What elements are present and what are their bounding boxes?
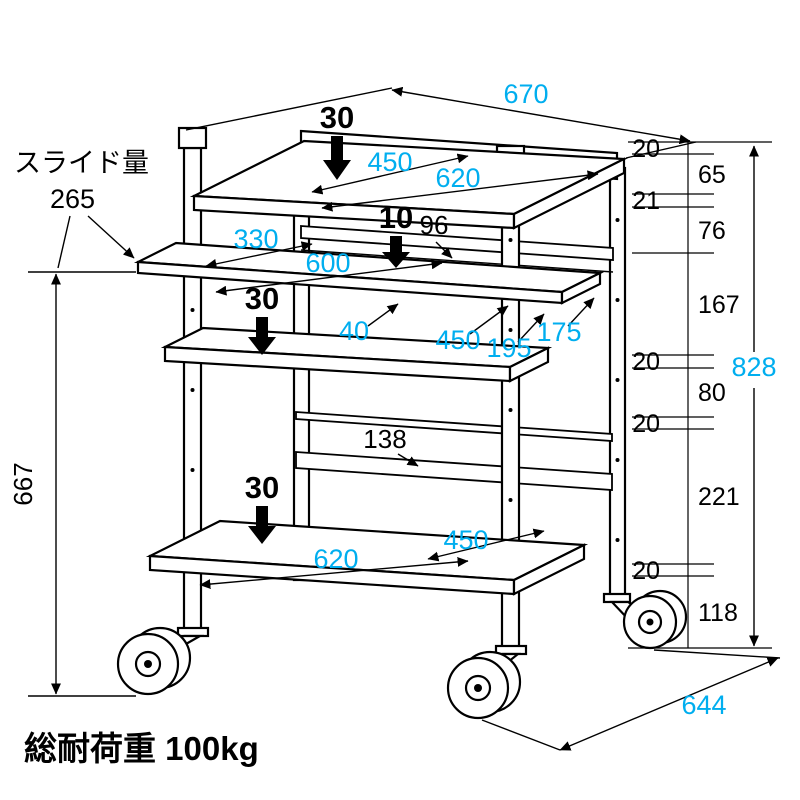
callout-138: 138 <box>363 424 419 467</box>
caster-back-right <box>602 589 688 650</box>
slide-value: 265 <box>50 184 95 214</box>
load-label-keyboard: 10 <box>379 200 413 235</box>
load-arrow-top-shelf: 30 <box>320 100 354 180</box>
load-label-middle: 30 <box>245 281 279 316</box>
dim-label-450-bottom: 450 <box>443 525 488 555</box>
slide-label: スライド量 <box>14 148 149 178</box>
load-label-bottom: 30 <box>245 470 279 505</box>
dim-label-620-bottom: 620 <box>313 544 358 574</box>
dim-overall-depth: 644 <box>481 649 781 751</box>
dim-label-644: 644 <box>681 690 726 720</box>
load-arrow-bottom-shelf: 30 <box>245 470 279 544</box>
dim-bottom-shelf: 620 450 <box>199 525 545 589</box>
stack-seg-3: 76 <box>698 217 726 245</box>
dim-label-828: 828 <box>731 352 776 382</box>
stack-seg-9: 20 <box>632 557 660 585</box>
callout-96: 96 <box>420 210 453 259</box>
caster-front-left <box>116 626 210 696</box>
dim-label-195: 195 <box>486 333 531 363</box>
rear-crossbar <box>295 451 613 491</box>
stack-seg-4: 167 <box>698 291 740 319</box>
dim-label-138: 138 <box>363 424 406 454</box>
lower-rear-rail <box>295 411 613 442</box>
stack-seg-0: 20 <box>632 135 660 163</box>
load-label-top: 30 <box>320 100 354 135</box>
dim-top-shelf: 450 620 <box>311 147 599 212</box>
dim-keyboard-shelf: 330 600 40 <box>205 224 443 346</box>
stack-seg-1: 65 <box>698 161 726 189</box>
dim-label-670: 670 <box>503 79 548 109</box>
dim-label-667: 667 <box>8 462 38 505</box>
dim-label-450-mid: 450 <box>435 325 480 355</box>
load-capacity-note: 総耐荷重 100kg <box>24 730 259 767</box>
stack-seg-8: 221 <box>698 483 740 511</box>
dim-left-height: 667 <box>8 271 136 697</box>
load-arrow-keyboard-shelf: 10 <box>379 200 413 268</box>
load-arrow-middle-shelf: 30 <box>245 281 279 355</box>
caster-front-right <box>446 644 528 720</box>
stack-seg-2: 21 <box>632 187 660 215</box>
dim-label-330: 330 <box>233 224 278 254</box>
dim-middle-shelf: 450 195 175 <box>435 297 595 363</box>
dim-label-96: 96 <box>420 210 449 240</box>
dim-overall-height: 828 <box>731 145 777 647</box>
height-stack: 20 65 21 76 167 20 80 20 221 20 118 <box>628 135 772 649</box>
dim-label-175: 175 <box>536 317 581 347</box>
dim-label-600: 600 <box>305 248 350 278</box>
stack-seg-5: 20 <box>632 348 660 376</box>
dim-label-620-top: 620 <box>435 163 480 193</box>
slide-annotation: スライド量 265 <box>14 148 149 269</box>
stack-seg-7: 20 <box>632 410 660 438</box>
stack-seg-10: 118 <box>698 599 738 627</box>
stack-seg-6: 80 <box>698 379 726 407</box>
dim-overall-width: 670 <box>185 79 697 159</box>
dim-label-40: 40 <box>339 316 369 346</box>
dim-label-450-top: 450 <box>367 147 412 177</box>
